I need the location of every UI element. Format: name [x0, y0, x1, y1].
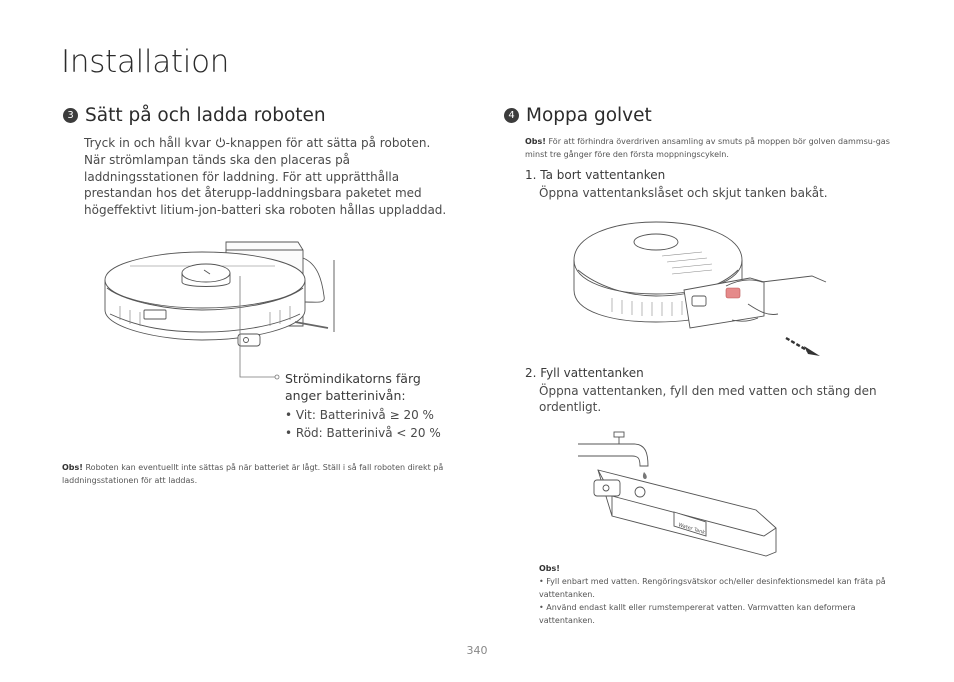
bullet-white-battery: • Vit: Batterinivå ≥ 20 % [285, 408, 434, 422]
step-number-badge: 4 [504, 108, 519, 123]
section-3-note: Obs! Roboten kan eventuellt inte sättas … [62, 463, 444, 485]
section-3-title: Sätt på och ladda roboten [85, 105, 326, 126]
bottom-note-bullet-1: • Fyll enbart med vatten. Rengöringsväts… [539, 577, 886, 599]
step-2-title: 2. Fyll vattentanken [525, 366, 644, 380]
page-title: Installation [61, 44, 230, 80]
bullet-red-battery: • Röd: Batterinivå < 20 % [285, 426, 441, 440]
section-3-heading: 3 Sätt på och ladda roboten [63, 105, 326, 126]
page-number: 340 [466, 644, 488, 657]
step-number-badge: 3 [63, 108, 78, 123]
section-4-note: Obs! För att förhindra överdriven ansaml… [525, 137, 890, 159]
power-icon [215, 136, 226, 152]
robot-vacuum-dock-illustration [104, 241, 335, 380]
step-1-title: 1. Ta bort vattentanken [525, 168, 666, 182]
faucet-tank-fill-illustration: Water Tank [578, 431, 777, 557]
bottom-note-bullet-2: • Använd endast kallt eller rumstemperer… [539, 603, 856, 625]
section-4-title: Moppa golvet [526, 105, 652, 126]
bottom-note-label: Obs! [539, 564, 560, 573]
robot-tank-removal-illustration [573, 221, 827, 356]
battery-indicator-callout: Strömindikatorns färg anger batterinivån… [285, 371, 421, 403]
section-4-heading: 4 Moppa golvet [504, 105, 652, 126]
step-2-text: Öppna vattentanken, fyll den med vatten … [539, 384, 877, 415]
step-1-text: Öppna vattentankslåset och skjut tanken … [539, 186, 828, 200]
section-3-intro: Tryck in och håll kvar -knappen för att … [84, 136, 447, 217]
